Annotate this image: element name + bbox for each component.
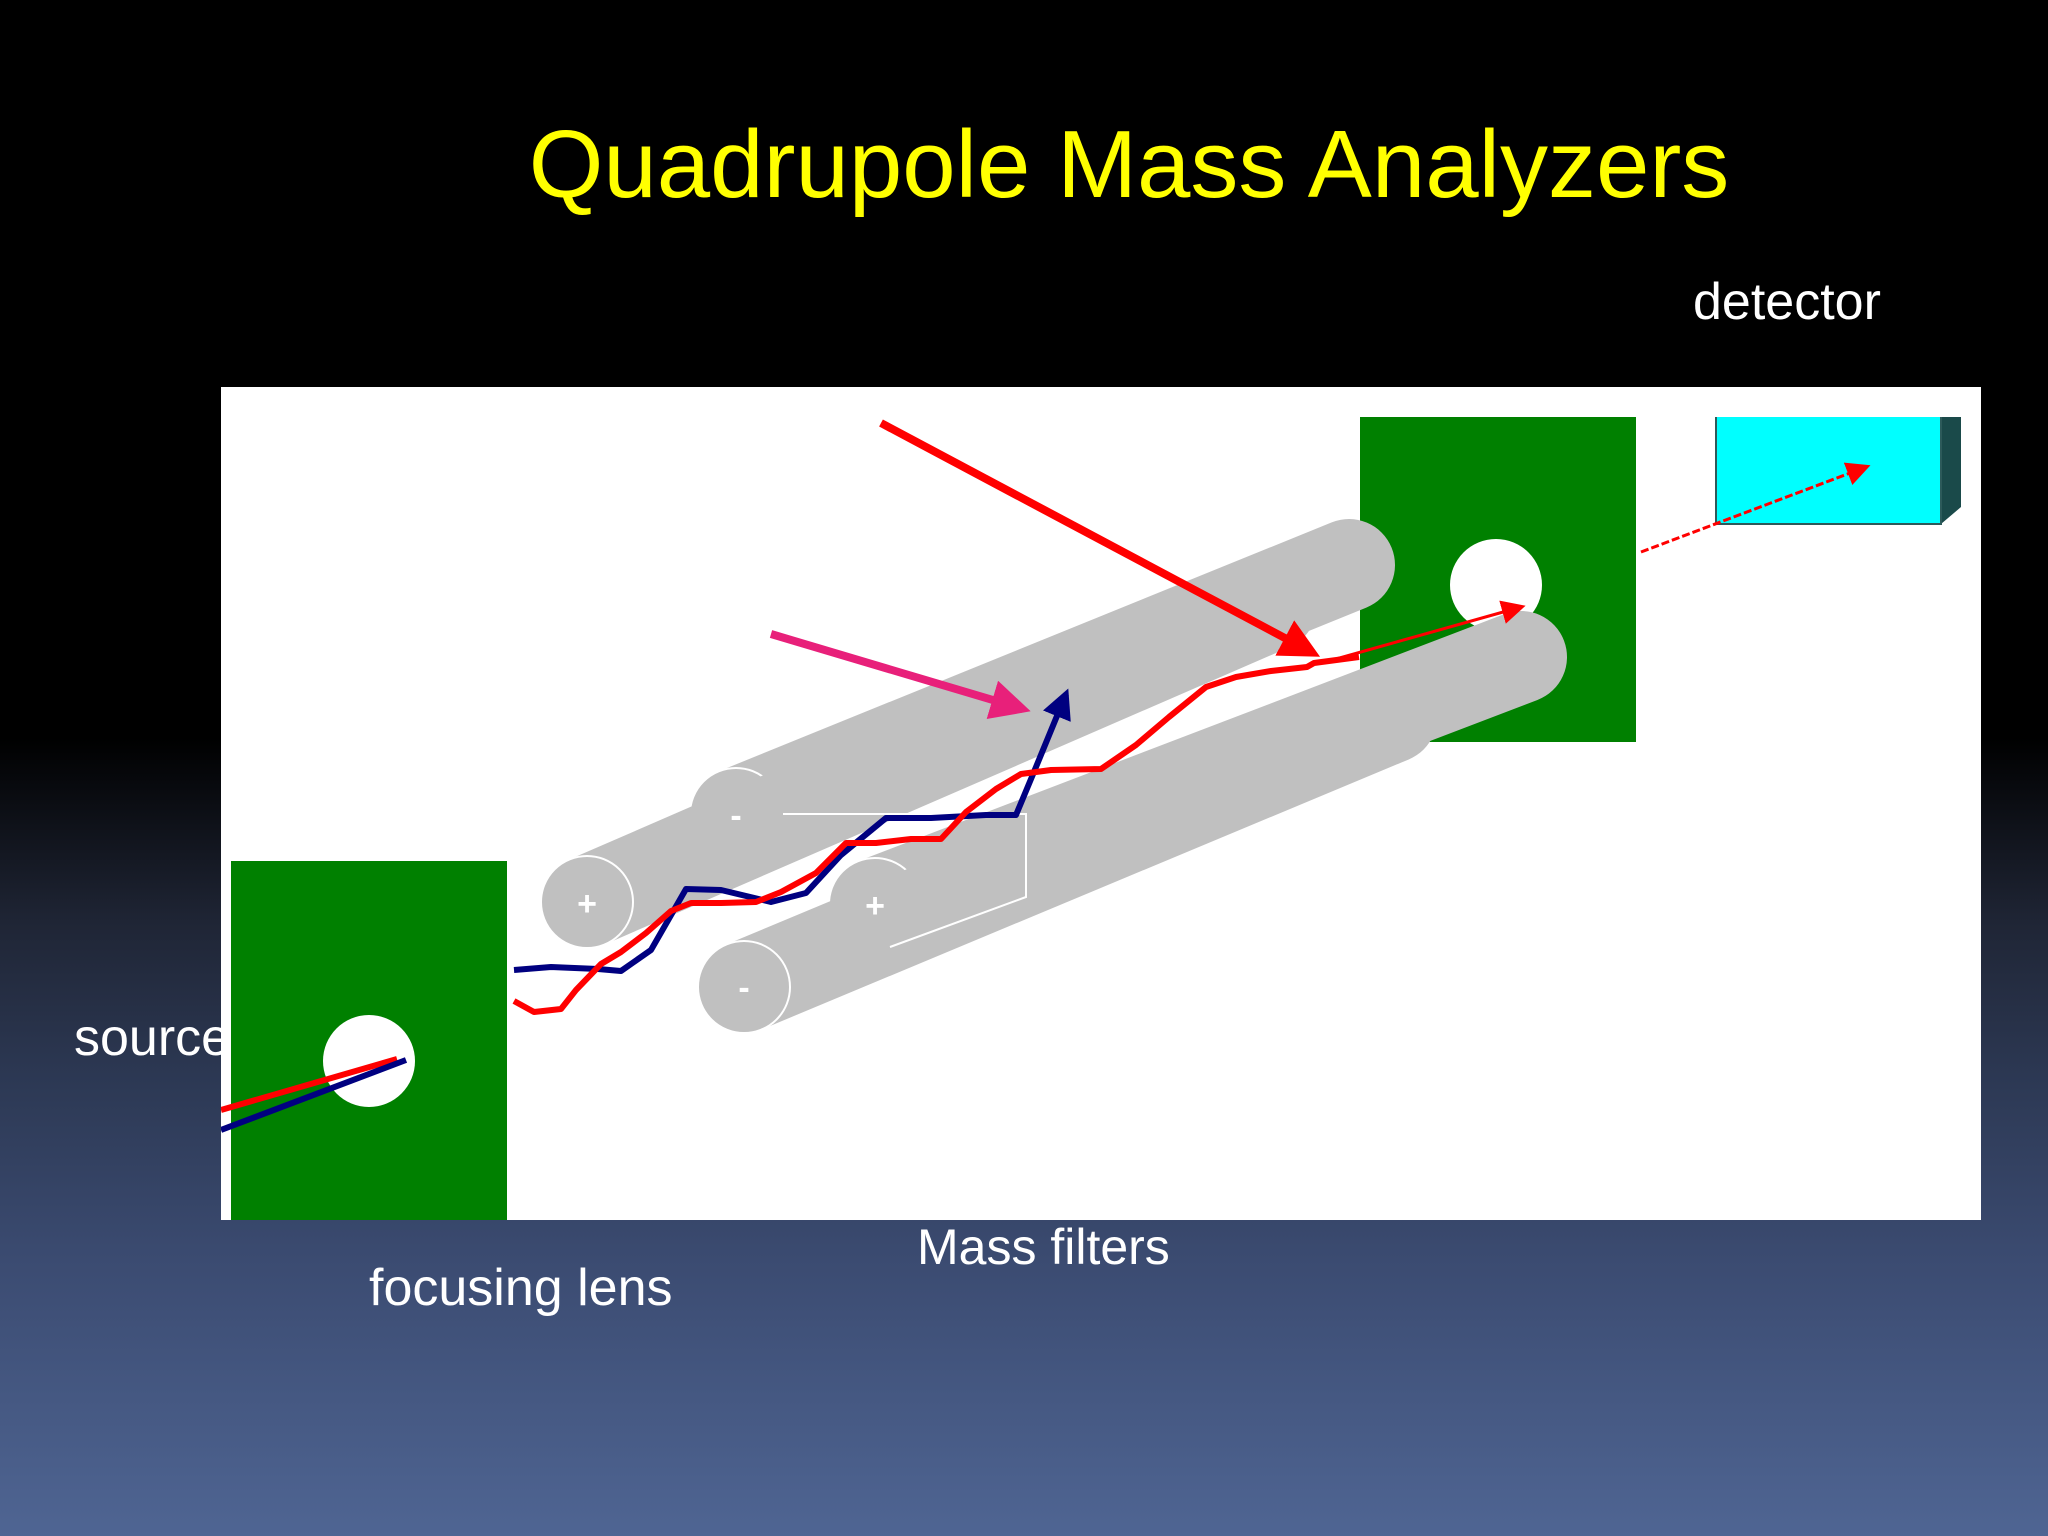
rod-sign-left: + (577, 885, 597, 923)
rod-bottom-negative (697, 671, 1437, 1034)
slide-title: Quadrupole Mass Analyzers (528, 111, 1730, 218)
resonant-ion-pointer-arrow (879, 419, 1321, 657)
rod-sign-top: - (730, 797, 741, 835)
detector-label: detector (1693, 273, 1881, 331)
rod-left-positive (540, 559, 1317, 949)
source-label: source (74, 1009, 231, 1067)
nonresonant-ion-pointer-arrow (769, 630, 1031, 720)
resonant-ion-to-detector (1640, 462, 1871, 554)
nonresonant-ion-path (513, 688, 1071, 974)
resonant-ion-path (512, 654, 1360, 1015)
rod-sign-right: + (865, 887, 885, 925)
resonant-ion-exit (1335, 600, 1526, 661)
rod-outline (783, 813, 1027, 948)
quadrupole-diagram: - + + - (221, 387, 1981, 1220)
focusing-lens (231, 861, 507, 1220)
label-occluder (221, 387, 1981, 417)
source-ion-beams (221, 1056, 408, 1133)
rod-sign-bottom: - (738, 969, 749, 1007)
detector-box (1712, 394, 1965, 525)
mass-filters-label: Mass filters (917, 1219, 1170, 1275)
focusing-lens-label: focusing lens (369, 1259, 673, 1317)
